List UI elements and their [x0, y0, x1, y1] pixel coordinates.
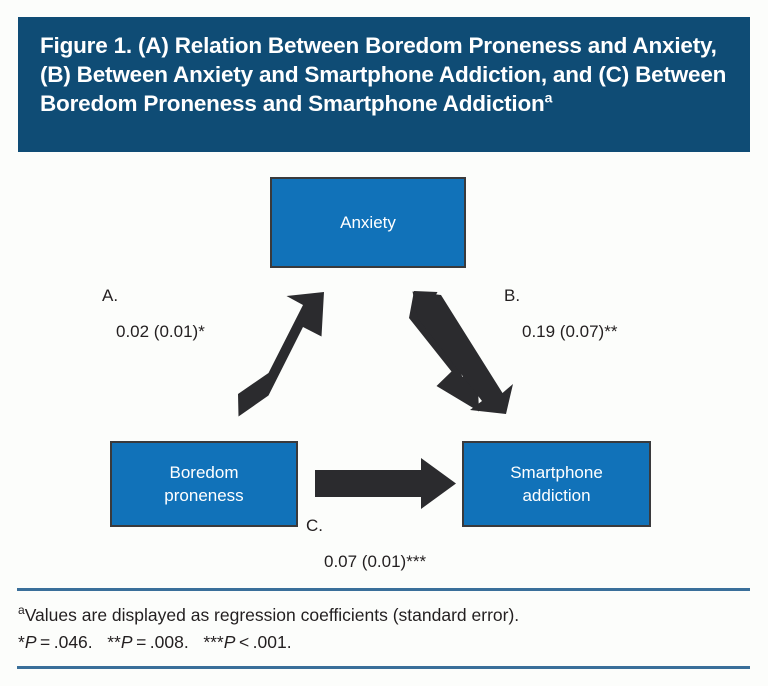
footnote-superscript: a — [18, 603, 25, 618]
path-label-c-value: 0.07 (0.01)*** — [324, 552, 427, 571]
path-label-a-letter: A. — [102, 286, 119, 305]
node-anxiety[interactable]: Anxiety — [270, 177, 466, 268]
node-smartphone-label: Smartphone addiction — [504, 461, 609, 507]
figure-title-text: Figure 1. (A) Relation Between Boredom P… — [40, 33, 727, 116]
path-label-c: C. 0.07 (0.01)*** — [306, 515, 426, 572]
footnote-gap-2 — [189, 632, 204, 652]
path-label-b-letter: B. — [504, 286, 521, 305]
arrow-b-anxiety-to-smartphone — [409, 291, 513, 414]
path-label-c-letter: C. — [306, 516, 323, 535]
node-smartphone-addiction[interactable]: Smartphone addiction — [462, 441, 651, 527]
footnote-p1-stars: * — [18, 632, 25, 652]
footnote-p3-rest: < .001. — [235, 632, 292, 652]
path-label-b: B. 0.19 (0.07)** — [504, 285, 617, 342]
path-label-a: A. 0.02 (0.01)* — [102, 285, 205, 342]
footnote-body: aValues are displayed as regression coef… — [17, 591, 750, 666]
path-label-b-value: 0.19 (0.07)** — [522, 322, 618, 341]
footnote-bottom-rule — [17, 666, 750, 669]
figure-title-superscript: a — [544, 89, 553, 106]
footnote-p2-stars: ** — [107, 632, 121, 652]
footnote-p2-symbol: P — [120, 632, 133, 652]
arrow-a-boredom-to-anxiety — [238, 292, 324, 417]
footnote-p1-rest: = .046. — [36, 632, 93, 652]
footnote-gap-1 — [93, 632, 108, 652]
node-boredom-proneness[interactable]: Boredom proneness — [110, 441, 298, 527]
path-diagram: Anxiety Boredom proneness Smartphone addic… — [0, 152, 768, 582]
footnote-line-1: aValues are displayed as regression coef… — [18, 602, 750, 629]
node-anxiety-line1: Anxiety — [340, 213, 396, 232]
arrow-c-boredom-to-smartphone — [315, 458, 456, 509]
footnote-p3-symbol: P — [223, 632, 236, 652]
node-smartphone-line1: Smartphone — [510, 463, 603, 482]
footnote-top-rule — [17, 588, 750, 591]
node-boredom-label: Boredom proneness — [158, 461, 249, 507]
node-anxiety-label: Anxiety — [334, 211, 402, 234]
page-title: Figure 1. (A) Relation Between Boredom P… — [40, 31, 728, 118]
figure-footnote: aValues are displayed as regression coef… — [17, 588, 750, 669]
node-boredom-line2: proneness — [164, 486, 244, 505]
footnote-line-1-text: Values are displayed as regression coeff… — [24, 605, 520, 625]
figure-title-banner: Figure 1. (A) Relation Between Boredom P… — [18, 17, 750, 152]
node-boredom-line1: Boredom — [169, 463, 239, 482]
footnote-line-2: *P = .046. **P = .008. ***P < .001. — [18, 629, 750, 656]
path-label-a-value: 0.02 (0.01)* — [116, 322, 205, 341]
footnote-p2-rest: = .008. — [132, 632, 189, 652]
node-smartphone-line2: addiction — [522, 486, 591, 505]
footnote-p1-symbol: P — [24, 632, 37, 652]
footnote-p3-stars: *** — [203, 632, 224, 652]
